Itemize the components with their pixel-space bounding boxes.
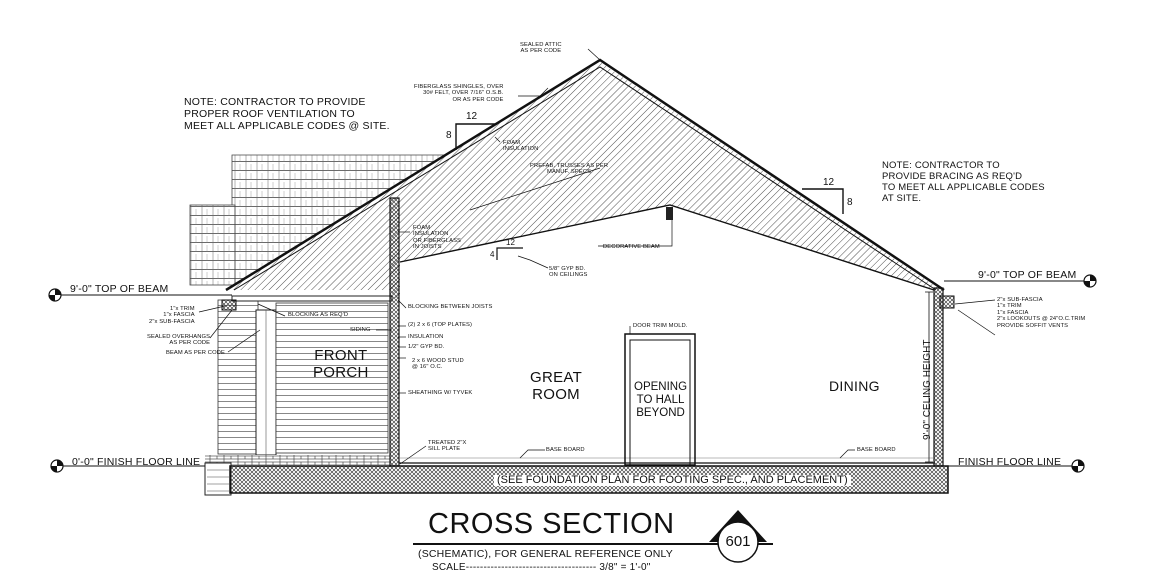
callout-overhangs: SEALED OVERHANGS AS PER CODE	[147, 334, 211, 347]
sheet-marker: 601	[705, 510, 771, 566]
pitch-right-run: 12	[823, 177, 835, 188]
pitch-ceiling-rise: 4	[490, 250, 495, 259]
porch-side-shingles	[189, 204, 236, 286]
title-underline	[413, 543, 773, 545]
door-opening-outline	[629, 339, 691, 466]
callout-decorative-beam: DECORATIVE BEAM	[603, 244, 660, 250]
level-marker-left-top	[48, 288, 62, 302]
room-great-room: GREAT ROOM	[530, 369, 583, 403]
drawing-title: CROSS SECTION	[428, 508, 675, 540]
callout-blocking: BLOCKING AS REQ'D	[288, 312, 349, 318]
level-marker-left-floor	[50, 459, 64, 473]
drawing-scale: SCALE-----------------------------------…	[432, 562, 651, 573]
level-finish-floor-left: 0'-0" FINISH FLOOR LINE	[72, 456, 201, 468]
callout-left-trim: 1"x TRIM 1"x FASCIA 2"x SUB-FASCIA	[149, 306, 195, 325]
left-fascia	[221, 299, 237, 311]
leader-lines	[198, 48, 996, 465]
pitch-ceiling-run: 12	[506, 238, 515, 247]
callout-blocking-joists: BLOCKING BETWEEN JOISTS	[408, 304, 493, 310]
level-top-beam-right: 9'-0" TOP OF BEAM	[978, 269, 1077, 281]
callout-sheathing: SHEATHING W/ TYVEK	[408, 390, 473, 396]
porch-floor-brick	[205, 455, 390, 465]
pitch-symbol-left	[455, 123, 497, 150]
note-bracing: NOTE: CONTRACTOR TO PROVIDE BRACING AS R…	[882, 160, 1045, 204]
pitch-left-run: 12	[466, 111, 478, 122]
callout-door-trim: DOOR TRIM MOLD.	[633, 323, 688, 329]
opening-to-hall: OPENING TO HALL BEYOND	[634, 381, 688, 419]
callout-right-trim: 2"x SUB-FASCIA 1"x TRIM 1"x FASCIA 2"x L…	[997, 297, 1086, 329]
sheet-number: 601	[725, 533, 751, 550]
foundation-note: (SEE FOUNDATION PLAN FOR FOOTING SPEC., …	[494, 475, 851, 486]
ceiling-line	[399, 204, 935, 291]
porch-siding-center	[275, 302, 389, 454]
porch-pier-stones	[207, 469, 229, 492]
callout-insulation: INSULATION	[408, 334, 444, 340]
pitch-symbol-right	[802, 188, 844, 214]
callout-siding: SIDING	[350, 327, 371, 333]
right-exterior-wall	[933, 287, 944, 467]
left-exterior-wall	[389, 197, 400, 467]
callout-sealed-attic: SEALED ATTIC AS PER CODE	[520, 42, 562, 55]
right-fascia	[939, 295, 955, 309]
pitch-right-rise: 8	[847, 197, 853, 208]
roof-line-inner	[233, 66, 937, 291]
note-roof-ventilation: NOTE: CONTRACTOR TO PROVIDE PROPER ROOF …	[184, 96, 390, 132]
level-marker-right-floor	[1071, 459, 1085, 473]
callout-sill-plate: TREATED 2"X SILL PLATE	[428, 440, 467, 453]
callout-half-gyp: 1/2" GYP BD.	[408, 344, 445, 350]
porch-pier	[204, 462, 232, 496]
callout-wood-stud: 2 x 6 WOOD STUD @ 16" O.C.	[412, 358, 464, 371]
decorative-beam	[666, 207, 673, 220]
pitch-left-rise: 8	[446, 130, 452, 141]
callout-foam-joists: FOAM INSULATION OR FIBERGLASS IN JOISTS	[413, 225, 462, 251]
ceiling-height-label: 9'-0" CELING HEIGHT	[922, 339, 933, 440]
level-top-beam-left: 9'-0" TOP OF BEAM	[70, 283, 169, 295]
pitch-symbol-ceiling	[496, 247, 523, 260]
room-dining: DINING	[829, 378, 880, 394]
callout-base-board-right: BASE BOARD	[857, 447, 896, 453]
porch-beam	[231, 295, 393, 302]
level-marker-right-top	[1083, 274, 1097, 288]
callout-foam-insulation: FOAM INSULATION	[503, 140, 539, 153]
drawing-subtitle: (SCHEMATIC), FOR GENERAL REFERENCE ONLY	[418, 548, 673, 560]
porch-wall-siding	[217, 299, 259, 455]
callout-shingles: FIBERGLASS SHINGLES, OVER 30# FELT, OVER…	[414, 84, 504, 103]
level-finish-floor-right: FINISH FLOOR LINE	[958, 456, 1062, 468]
callout-top-plates: (2) 2 x 6 (TOP PLATES)	[408, 322, 473, 328]
callout-gyp-ceilings: 5/8" GYP BD. ON CEILINGS	[549, 266, 588, 279]
ceiling-height-ticks	[925, 291, 933, 463]
callout-trusses: PREFAB. TRUSSES AS PER MANUF. SPECS	[530, 163, 609, 176]
callout-beam-code: BEAM AS PER CODE	[166, 350, 225, 356]
callout-base-board-left: BASE BOARD	[546, 447, 585, 453]
sheet-marker-graphic	[709, 510, 767, 563]
room-front-porch: FRONT PORCH	[313, 347, 369, 381]
